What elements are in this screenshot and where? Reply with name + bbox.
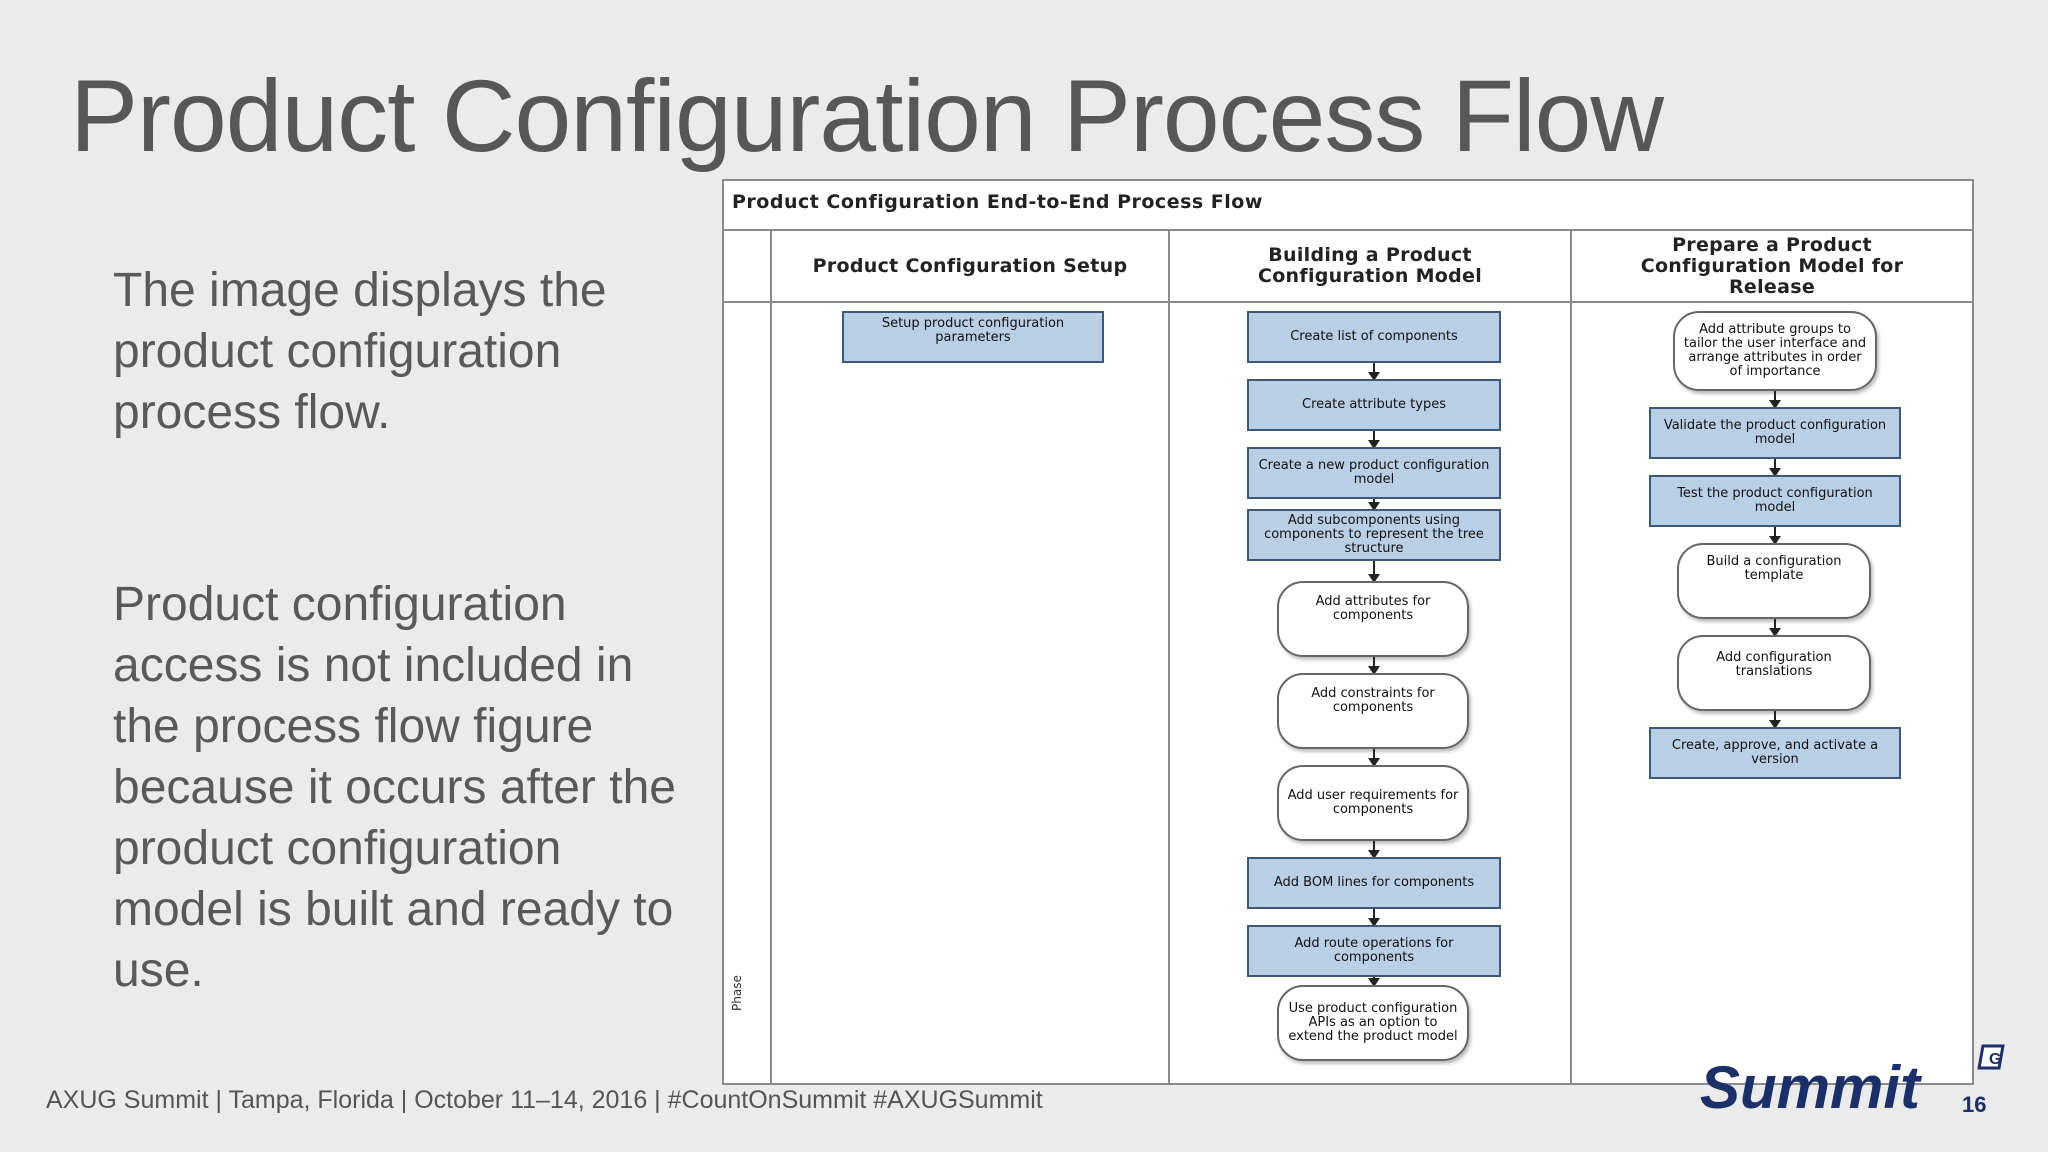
flow-step: Create, approve, and activate a version: [1649, 727, 1901, 779]
flow-arrow: [1368, 749, 1380, 767]
logo-badge: G: [1989, 1051, 2001, 1068]
flow-step: Use product configuration APIs as an opt…: [1277, 985, 1469, 1061]
flow-step: Add user requirements for components: [1277, 765, 1469, 841]
lane-divider-1: [1168, 229, 1170, 1083]
flow-step: Validate the product configuration model: [1649, 407, 1901, 459]
lane-divider-2: [1570, 229, 1572, 1083]
flow-step: Create attribute types: [1247, 379, 1501, 431]
flow-step: Add attributes for components: [1277, 581, 1469, 657]
flow-arrow: [1769, 459, 1781, 477]
logo-year: 16: [1962, 1092, 1986, 1117]
lane-header-release: Prepare a Product Configuration Model fo…: [1640, 233, 1904, 298]
flow-arrow: [1769, 391, 1781, 409]
intro-paragraph: The image displays the product configura…: [113, 264, 607, 439]
phase-divider: [770, 229, 772, 1083]
flow-step: Setup product configuration parameters: [842, 311, 1104, 363]
flow-step: Build a configuration template: [1677, 543, 1871, 619]
phase-label: Phase: [730, 975, 744, 1011]
flow-arrow: [1769, 711, 1781, 729]
flow-arrow: [1368, 431, 1380, 449]
flow-arrow: [1368, 499, 1380, 511]
flow-arrow: [1368, 657, 1380, 675]
header-divider: [724, 301, 1972, 303]
flow-arrow: [1368, 841, 1380, 859]
process-flow-diagram: Product Configuration End-to-End Process…: [722, 179, 1974, 1085]
note-paragraph: Product configuration access is not incl…: [113, 578, 676, 997]
slide-title: Product Configuration Process Flow: [70, 59, 1664, 173]
flow-step: Create a new product configuration model: [1247, 447, 1501, 499]
flow-arrow: [1769, 527, 1781, 545]
flow-arrow: [1368, 909, 1380, 927]
flow-arrow: [1769, 619, 1781, 637]
logo-wordmark: Summit: [1700, 1054, 1923, 1121]
lane-header-setup: Product Configuration Setup: [812, 254, 1128, 277]
footer-text: AXUG Summit | Tampa, Florida | October 1…: [46, 1086, 1043, 1114]
lane-header-building: Building a Product Configuration Model: [1257, 244, 1483, 287]
title-divider: [724, 229, 1972, 231]
flow-arrow: [1368, 561, 1380, 583]
flow-arrow: [1368, 977, 1380, 987]
flow-step: Add constraints for components: [1277, 673, 1469, 749]
flow-step: Add attribute groups to tailor the user …: [1673, 311, 1877, 391]
flow-step: Test the product configuration model: [1649, 475, 1901, 527]
axug-summit-logo: G Summit 16: [1700, 1044, 2005, 1121]
flow-step: Add configuration translations: [1677, 635, 1871, 711]
flow-step: Add BOM lines for components: [1247, 857, 1501, 909]
flow-arrow: [1368, 363, 1380, 381]
flow-step: Create list of components: [1247, 311, 1501, 363]
flow-step: Add subcomponents using components to re…: [1247, 509, 1501, 561]
diagram-title: Product Configuration End-to-End Process…: [732, 191, 1263, 213]
flow-step: Add route operations for components: [1247, 925, 1501, 977]
